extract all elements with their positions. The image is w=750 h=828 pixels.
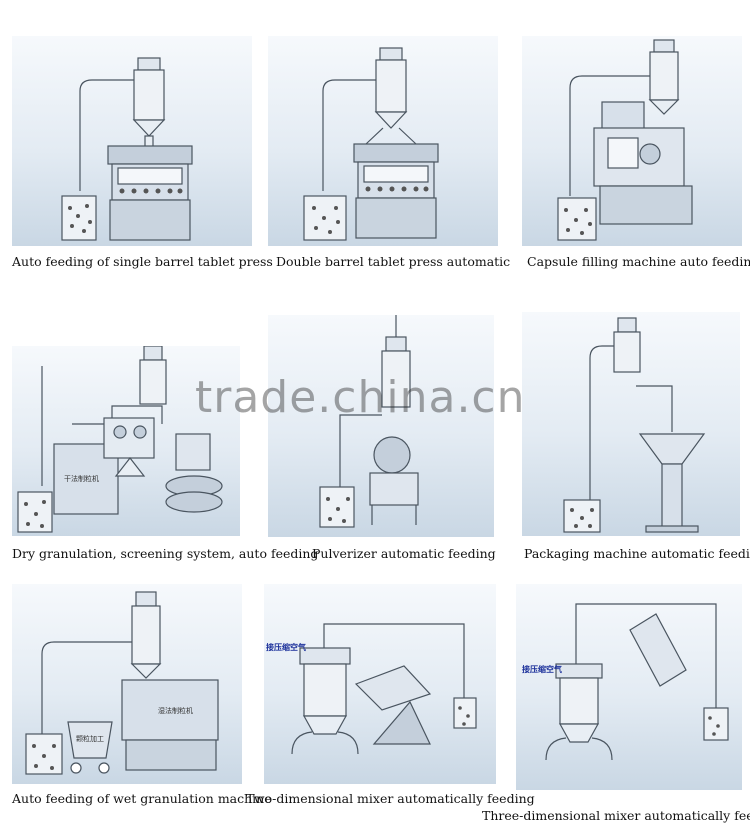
panel-pulverizer [268,315,494,537]
watermark: trade.china.cn [195,372,526,423]
single-barrel-tablet-press-illustration [61,57,193,241]
dry-granulation-screening-illustration [17,346,223,533]
caption-three-dimensional-mixer: Three-dimensional mixer automatically fe… [482,808,750,823]
panel-three-dimensional-mixer: 接压缩空气 [516,584,742,790]
caption-wet-granulation: Auto feeding of wet granulation machine [12,791,272,806]
panel-packaging-machine [522,312,740,536]
caption-two-dimensional-mixer: Two-dimensional mixer automatically feed… [246,791,535,806]
panel-wet-granulation: 湿法制粒机 颗粒加工 [12,584,242,784]
panel-two-dimensional-mixer: 接压缩空气 [264,584,496,784]
caption-dry-granulation: Dry granulation, screening system, auto … [12,546,319,561]
panel-double-barrel-tablet-press [268,36,498,246]
compressed-air-label-1: 接压缩空气 [266,643,306,652]
three-dimensional-mixer-illustration [545,603,729,761]
double-barrel-tablet-press-illustration [303,47,439,241]
compressed-air-label-2: 接压缩空气 [522,665,562,674]
panel-single-barrel-tablet-press [12,36,252,246]
pulverizer-illustration [319,315,419,528]
packaging-machine-illustration [563,317,706,533]
capsule-filling-machine-illustration [557,39,693,241]
wet-hopper-label: 颗粒加工 [76,735,104,743]
two-dimensional-mixer-illustration [291,623,477,755]
wet-granulation-machine-illustration [25,591,219,775]
caption-single-barrel: Auto feeding of single barrel tablet pre… [12,254,273,269]
caption-double-barrel: Double barrel tablet press automatic [276,254,511,269]
caption-capsule-filling: Capsule filling machine auto feeding [527,254,750,269]
panel-capsule-filling [522,36,742,246]
caption-packaging: Packaging machine automatic feeding [524,546,750,561]
panel-dry-granulation: 干法制粒机 [12,346,240,536]
wet-granulator-label: 湿法制粒机 [158,707,193,715]
caption-pulverizer: Pulverizer automatic feeding [312,546,496,561]
dry-granulator-label: 干法制粒机 [64,475,99,483]
